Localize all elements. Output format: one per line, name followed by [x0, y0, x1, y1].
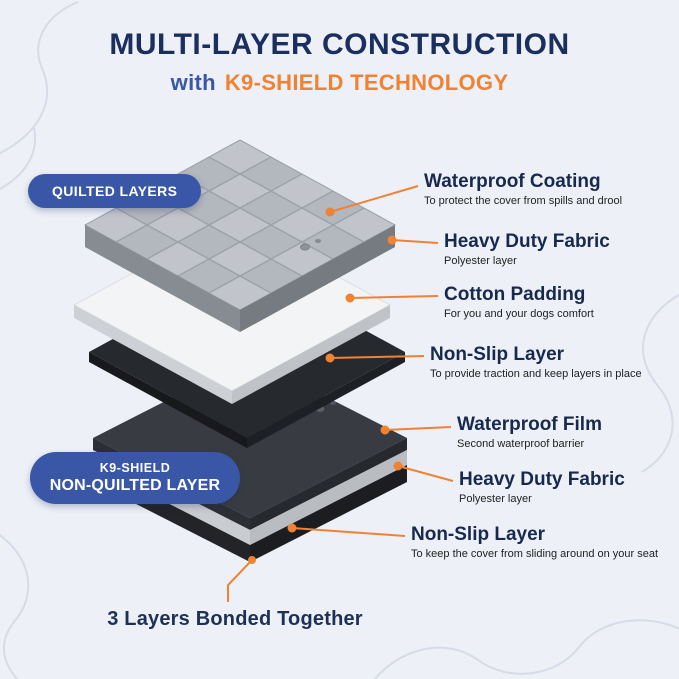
callout-desc: To provide traction and keep layers in p…	[430, 368, 642, 380]
callout-cotton-padding: Cotton Padding For you and your dogs com…	[444, 284, 594, 322]
callout-desc: To protect the cover from spills and dro…	[424, 195, 623, 207]
subtitle-highlight: K9-SHIELD TECHNOLOGY	[224, 70, 509, 95]
callout-desc: Polyester layer	[444, 255, 517, 267]
quilted-layers-badge: QUILTED LAYERS	[28, 174, 202, 208]
callout-desc: Second waterproof barrier	[457, 438, 585, 450]
k9-badge-line1: K9-SHIELD	[99, 461, 171, 475]
callout-title: Waterproof Coating	[424, 171, 601, 192]
callout-waterproof-coating: Waterproof Coating To protect the cover …	[424, 171, 622, 209]
snap-detail	[300, 243, 310, 251]
callout-heavy-duty-fabric-top: Heavy Duty Fabric Polyester layer	[444, 231, 610, 269]
callout-nonslip-layer-bottom: Non-Slip Layer To keep the cover from sl…	[411, 524, 658, 562]
callout-title: Non-Slip Layer	[430, 344, 565, 365]
page-subtitle: with K9-SHIELD TECHNOLOGY	[0, 70, 679, 96]
header: MULTI-LAYER CONSTRUCTION with K9-SHIELD T…	[0, 28, 679, 96]
callout-waterproof-film: Waterproof Film Second waterproof barrie…	[457, 414, 602, 452]
callout-heavy-duty-fabric-bottom: Heavy Duty Fabric Polyester layer	[459, 469, 625, 507]
callout-title: Cotton Padding	[444, 284, 586, 305]
callout-title: Non-Slip Layer	[411, 524, 546, 545]
bonded-layers-label: 3 Layers Bonded Together	[107, 608, 363, 630]
snap-detail	[315, 239, 321, 243]
callout-title: Heavy Duty Fabric	[444, 231, 610, 252]
subtitle-prefix: with	[170, 70, 216, 95]
callout-desc: To keep the cover from sliding around on…	[411, 548, 659, 560]
callout-desc: For you and your dogs comfort	[444, 308, 594, 320]
page-title: MULTI-LAYER CONSTRUCTION	[109, 28, 570, 61]
leader-lines	[227, 185, 454, 602]
callout-nonslip-layer-top: Non-Slip Layer To provide traction and k…	[430, 344, 642, 382]
callout-title: Heavy Duty Fabric	[459, 469, 625, 490]
callout-title: Waterproof Film	[457, 414, 602, 435]
k9-shield-badge: K9-SHIELD NON-QUILTED LAYER	[30, 452, 240, 504]
k9-badge-line2: NON-QUILTED LAYER	[49, 477, 221, 494]
callout-desc: Polyester layer	[459, 493, 532, 505]
